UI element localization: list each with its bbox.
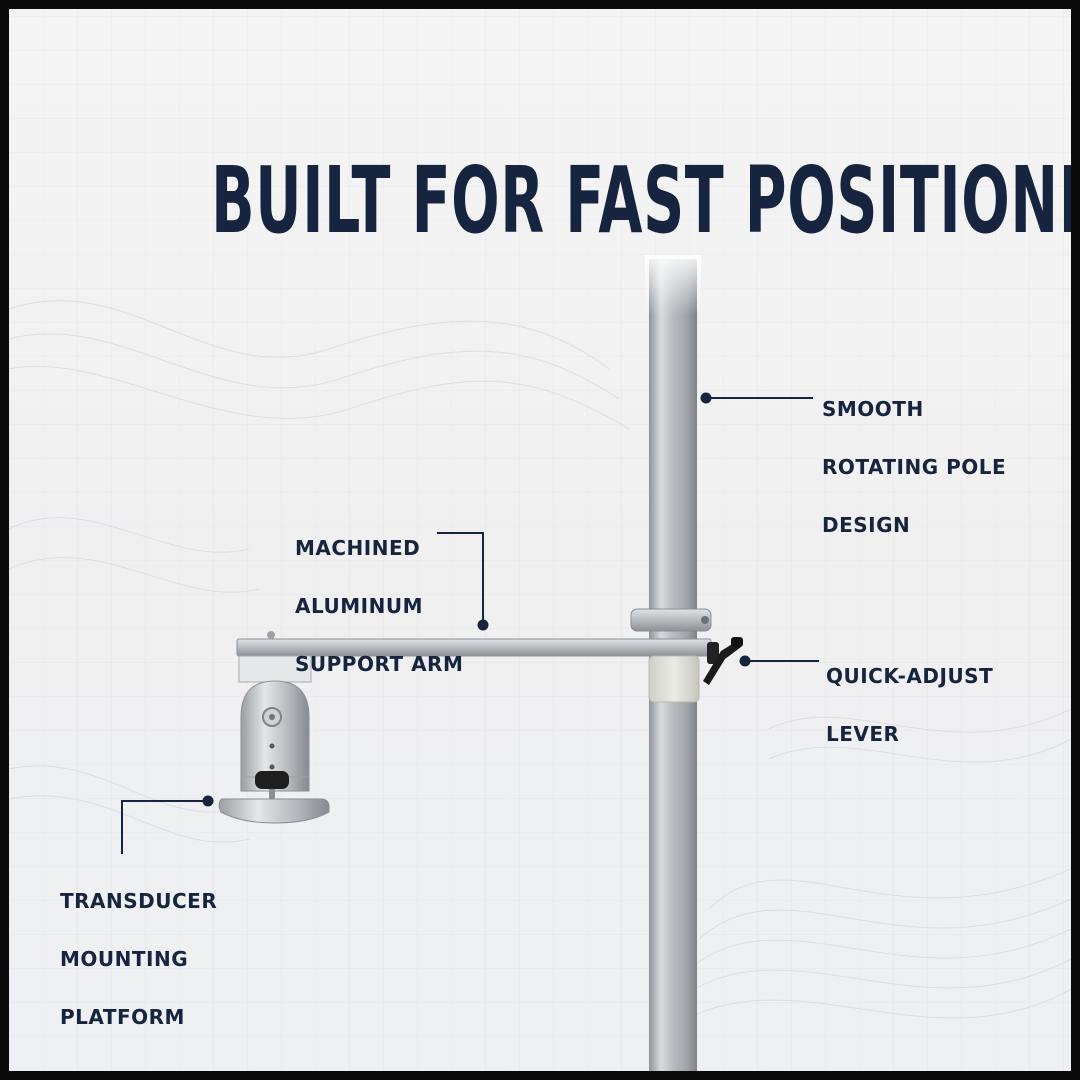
contour-line-pattern xyxy=(9,300,1071,1030)
callout-line: ALUMINUM xyxy=(295,594,423,618)
callout-line: MACHINED xyxy=(295,536,421,560)
clamp-screw xyxy=(701,616,709,624)
callout-line: TRANSDUCER xyxy=(60,889,218,913)
callout-line: SUPPORT ARM xyxy=(295,652,464,676)
lever-leader-dot xyxy=(739,655,751,667)
transducer-mount xyxy=(218,655,330,824)
background-grid xyxy=(9,9,1071,1071)
arm-leader-line xyxy=(437,532,484,625)
arm-leader-dot xyxy=(477,619,489,631)
pole-top-fade xyxy=(645,255,701,315)
quick-adjust-lever xyxy=(703,637,743,685)
callout-line: LEVER xyxy=(826,722,900,746)
callout-line: QUICK-ADJUST xyxy=(826,664,994,688)
pole-mount-product-image xyxy=(218,255,743,1071)
product-graphic-frame: BUILT FOR FAST POSITIONING xyxy=(9,9,1071,1071)
platform-leader-line xyxy=(121,800,208,854)
callout-line: PLATFORM xyxy=(60,1005,185,1029)
callout-support-arm: MACHINED ALUMINUM SUPPORT ARM xyxy=(295,505,463,708)
callout-transducer-platform: TRANSDUCER MOUNTING PLATFORM xyxy=(60,858,217,1061)
callout-leaders xyxy=(121,392,819,854)
arm-bolt xyxy=(267,631,275,639)
nylon-collar xyxy=(648,655,700,703)
callout-quick-adjust-lever: QUICK-ADJUST LEVER xyxy=(826,633,993,778)
platform-leader-dot xyxy=(202,795,214,807)
callout-line: SMOOTH xyxy=(822,397,924,421)
callout-line: MOUNTING xyxy=(60,947,189,971)
callout-rotating-pole: SMOOTH ROTATING POLE DESIGN xyxy=(822,366,1006,569)
callout-line: ROTATING POLE xyxy=(822,455,1007,479)
callout-line: DESIGN xyxy=(822,513,911,537)
pole-leader-dot xyxy=(700,392,712,404)
clamp-ring xyxy=(630,608,712,632)
